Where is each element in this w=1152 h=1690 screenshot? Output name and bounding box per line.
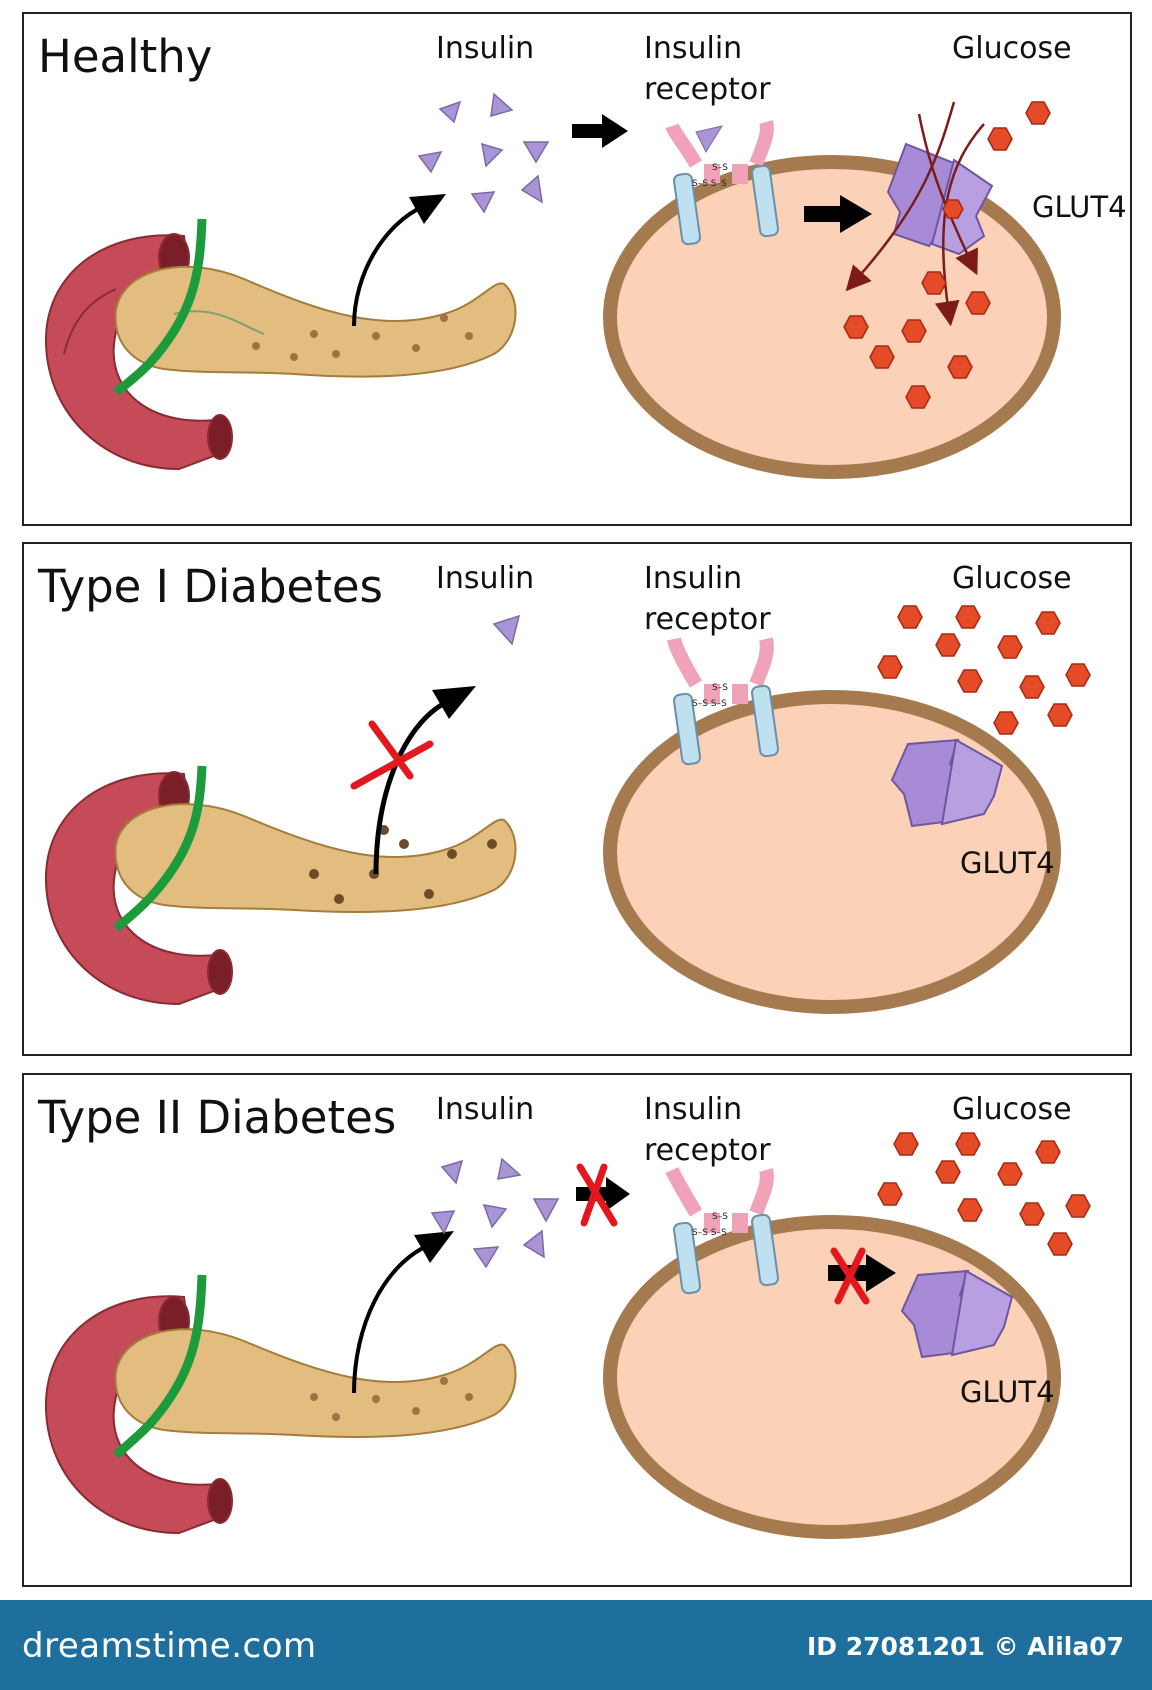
insulin-molecules: [417, 92, 550, 214]
panel-title: Type II Diabetes: [38, 1091, 397, 1144]
insulin-receptor-label-line2: receptor: [644, 72, 771, 107]
bile-duct: [113, 1274, 207, 1459]
secretion-arrow: [352, 1243, 430, 1394]
insulin-receptor: S–S S–S S–S: [667, 637, 780, 766]
secretion-arrowhead: [409, 194, 446, 224]
insulin-label: Insulin: [436, 31, 535, 66]
svg-text:S–S: S–S: [712, 163, 728, 173]
translocation-arrow: [804, 195, 872, 233]
secretion-arrowhead: [414, 1231, 454, 1263]
glut4-transporter: [886, 142, 994, 256]
glut4-label: GLUT4: [960, 846, 1055, 880]
insulin-receptor-label-line2: receptor: [644, 602, 771, 637]
glut4-transporter: [890, 738, 1004, 828]
glucose-molecules: [843, 101, 1051, 409]
type1-illustration: S–S S–S S–S: [44, 605, 1091, 1014]
insulin-receptor: S–S S–S S–S: [665, 1167, 780, 1295]
secretion-arrow: [373, 698, 451, 875]
insulin-receptor-label-line1: Insulin: [644, 1092, 743, 1127]
insulin-molecule: [492, 614, 521, 646]
bile-duct: [113, 765, 207, 932]
healthy-panel: S–S S–S S–S Healthy In: [22, 12, 1132, 526]
insulin-molecules: [430, 1157, 560, 1269]
glut4-label: GLUT4: [1032, 190, 1127, 224]
glucose-label: Glucose: [952, 1092, 1072, 1127]
insulin-label: Insulin: [436, 1092, 535, 1127]
secretion-blocked-x: [350, 720, 434, 790]
svg-text:S–S S–S: S–S S–S: [692, 179, 727, 189]
pancreas: [114, 803, 517, 913]
insulin-receptor-label-line1: Insulin: [644, 31, 743, 66]
svg-text:S–S: S–S: [712, 1212, 728, 1222]
secretion-arrow: [352, 204, 425, 327]
translocation-blocked-x: [830, 1247, 870, 1305]
type2-diabetes-panel: S–S S–S S–S Type II Diabetes Insulin Ins…: [22, 1073, 1132, 1587]
panel-title: Type I Diabetes: [38, 560, 383, 613]
signal-arrow: [572, 114, 628, 148]
svg-text:S–S S–S: S–S S–S: [692, 699, 727, 709]
glucose-label: Glucose: [952, 561, 1072, 596]
glut4-label: GLUT4: [960, 1375, 1055, 1409]
glut4-transporter: [900, 1269, 1014, 1359]
pancreas: [114, 1328, 517, 1438]
binding-blocked-x: [576, 1163, 618, 1227]
glucose-molecules: [877, 605, 1091, 735]
insulin-receptor-label-line1: Insulin: [644, 561, 743, 596]
image-credit: ID 27081201 © Alila07: [806, 1632, 1124, 1661]
insulin-receptor: S–S S–S S–S: [665, 119, 780, 246]
type1-diabetes-panel: S–S S–S S–S Type I Diabetes Insulin Insu…: [22, 542, 1132, 1056]
svg-text:S–S: S–S: [712, 683, 728, 693]
insulin-label: Insulin: [436, 561, 535, 596]
glucose-label: Glucose: [952, 31, 1072, 66]
bile-duct: [113, 218, 207, 396]
type2-illustration: S–S S–S S–S: [44, 1132, 1091, 1539]
healthy-illustration: S–S S–S S–S: [44, 92, 1061, 479]
dreamstime-logo: dreamstime.com: [22, 1626, 317, 1666]
secretion-arrowhead: [432, 686, 476, 719]
glucose-molecules: [877, 1132, 1091, 1256]
svg-text:S–S S–S: S–S S–S: [692, 1228, 727, 1238]
panel-title: Healthy: [38, 30, 213, 83]
watermark-footer: dreamstime.com ID 27081201 © Alila07: [0, 1600, 1152, 1690]
insulin-receptor-label-line2: receptor: [644, 1133, 771, 1168]
